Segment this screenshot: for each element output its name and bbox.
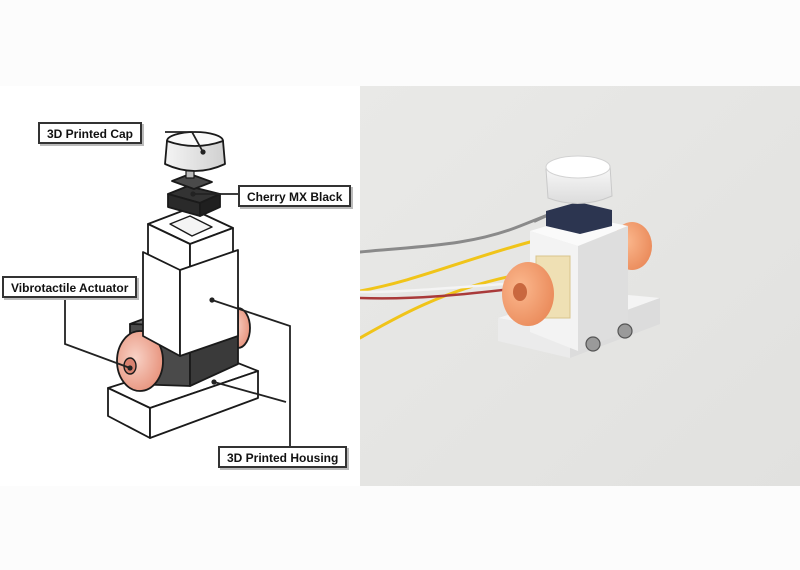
switch-callout: Cherry MX Black — [238, 185, 352, 207]
photo-housing-side — [578, 226, 628, 351]
actuator-leader — [64, 298, 131, 369]
switch-top — [171, 173, 213, 190]
housing-panel — [179, 249, 239, 357]
actuator-callout: Vibrotactile Actuator — [2, 276, 138, 298]
screw-right — [617, 323, 633, 339]
top-margin — [0, 0, 800, 86]
exploded-diagram-panel: 3D Printed Cap Cherry MX Black Vibrotact… — [0, 86, 360, 486]
leader-lines — [64, 131, 291, 446]
white-wire — [360, 281, 520, 294]
actuator-left-end — [116, 330, 164, 392]
housing-callout: 3D Printed Housing — [218, 446, 348, 468]
screw-left — [585, 336, 601, 352]
cap-callout: 3D Printed Cap — [38, 122, 143, 144]
housing-leader-b — [213, 381, 287, 403]
exploded-diagram — [64, 131, 291, 446]
navy-switch — [546, 202, 612, 234]
device-photo — [360, 86, 800, 486]
cap-leader — [165, 131, 204, 153]
cap-side — [164, 140, 226, 172]
housing-leader-a — [211, 299, 291, 446]
left-foam — [502, 262, 554, 326]
bottom-margin — [0, 486, 800, 570]
device-photo-illustration — [360, 86, 800, 486]
tower-socket — [169, 215, 213, 237]
yellow-wire-lower — [360, 274, 514, 340]
yellow-wire-upper — [360, 240, 532, 293]
